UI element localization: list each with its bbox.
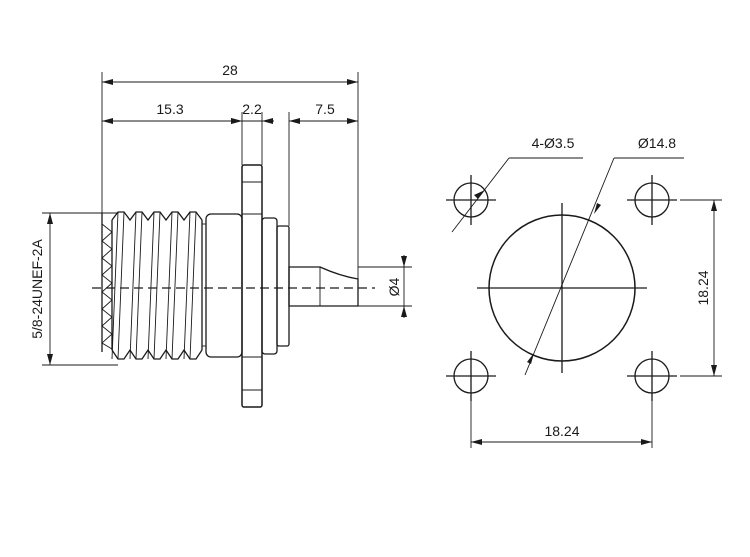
dim-hole-spacing-horizontal: 18.24 bbox=[544, 423, 579, 439]
rear-insulator bbox=[276, 225, 290, 347]
mount-hole-bottom-left bbox=[446, 351, 496, 401]
dim-mount-holes: 4-Ø3.5 bbox=[532, 135, 575, 151]
solder-pin bbox=[288, 266, 359, 307]
dim-hole-spacing-vertical: 18.24 bbox=[695, 270, 711, 305]
dim-body-diameter: Ø14.8 bbox=[638, 135, 676, 151]
dim-thread-length: 15.3 bbox=[156, 101, 183, 117]
side-dimensions: 28 15.3 2.2 7.5 Ø4 5/8-24UNEF-2A bbox=[29, 62, 412, 366]
front-dimensions: 4-Ø3.5 Ø14.8 18.24 18.24 bbox=[451, 135, 722, 448]
dim-thread-spec: 5/8-24UNEF-2A bbox=[29, 239, 45, 339]
flange bbox=[241, 164, 263, 408]
mount-hole-top-right bbox=[627, 175, 677, 225]
dim-overall-length: 28 bbox=[222, 62, 238, 78]
mount-hole-bottom-right bbox=[627, 351, 677, 401]
side-view bbox=[92, 164, 375, 408]
body-block bbox=[205, 213, 243, 358]
threaded-section bbox=[101, 211, 203, 360]
dim-pin-length: 7.5 bbox=[315, 101, 335, 117]
dim-pin-diameter: Ø4 bbox=[386, 277, 402, 296]
front-view bbox=[446, 175, 677, 401]
mount-hole-top-left bbox=[446, 175, 496, 225]
dim-flange-thickness: 2.2 bbox=[242, 101, 262, 117]
rear-body bbox=[261, 217, 278, 355]
